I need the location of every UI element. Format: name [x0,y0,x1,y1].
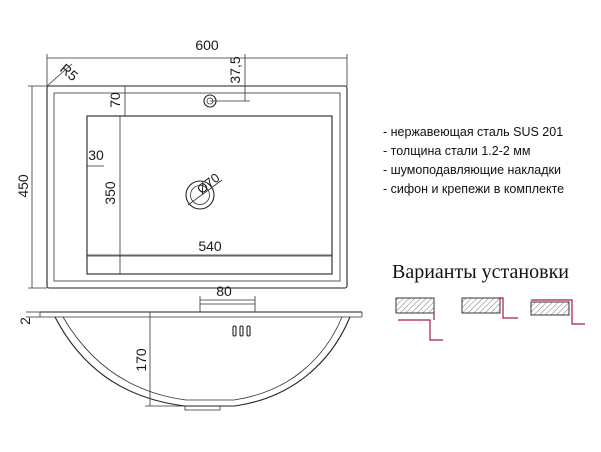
spec-item-thickness: - толщина стали 1.2-2 мм [383,144,530,158]
dim-label-540: 540 [198,238,222,254]
top-view: 600 37,5 70 350 30 540 450 R5 Ø70 [15,37,348,289]
install-variants: Варианты установки [392,261,585,341]
dim-label-600: 600 [195,37,219,53]
install-variant-3 [530,299,585,325]
install-title: Варианты установки [392,261,569,283]
dim-label-drain: Ø70 [194,170,223,197]
overflow-slots [232,325,251,337]
sink-outline [46,85,348,289]
overflow-slot [232,325,237,337]
drain-leader-line [187,179,223,206]
spec-item-material: - нержавеющая сталь SUS 201 [383,125,563,139]
spec-item-noise-pads: - шумоподавляющие накладки [383,163,561,177]
dim-label-37-5: 37,5 [227,56,243,83]
side-view: 80 2 170 [17,283,363,411]
drain-outer-circle [185,180,215,210]
sink-profile-line [498,297,518,319]
countertop-hatch [461,297,501,314]
dim-label-450: 450 [15,174,31,198]
sink-profile-line [398,319,443,341]
dim-label-r5: R5 [57,60,81,84]
bowl-curve-inner [62,316,343,401]
overflow-slot [246,325,251,337]
countertop-hatch [395,297,435,314]
dim-label-350: 350 [102,181,118,205]
spec-item-siphon: - сифон и крепежи в комплекте [383,182,564,196]
drain-outlet-box [199,303,256,312]
countertop-hatch [530,301,570,316]
overflow-slot [239,325,244,337]
dim-label-80: 80 [216,283,232,299]
bowl-outline [86,115,333,275]
dim-label-2: 2 [17,317,33,325]
sink-profile-line [531,299,585,325]
sink-inner-rim [53,92,341,282]
dim-leader-r5 [46,63,73,87]
dim-label-70: 70 [107,92,123,108]
install-variant-2 [461,297,518,319]
spec-list: - нержавеющая сталь SUS 201 - толщина ст… [383,125,564,196]
dim-label-30: 30 [88,147,104,163]
dim-label-170: 170 [133,348,149,372]
install-variant-1 [395,297,443,341]
drain-bottom-outlet [184,406,221,411]
drain-inner-circle [190,185,210,205]
